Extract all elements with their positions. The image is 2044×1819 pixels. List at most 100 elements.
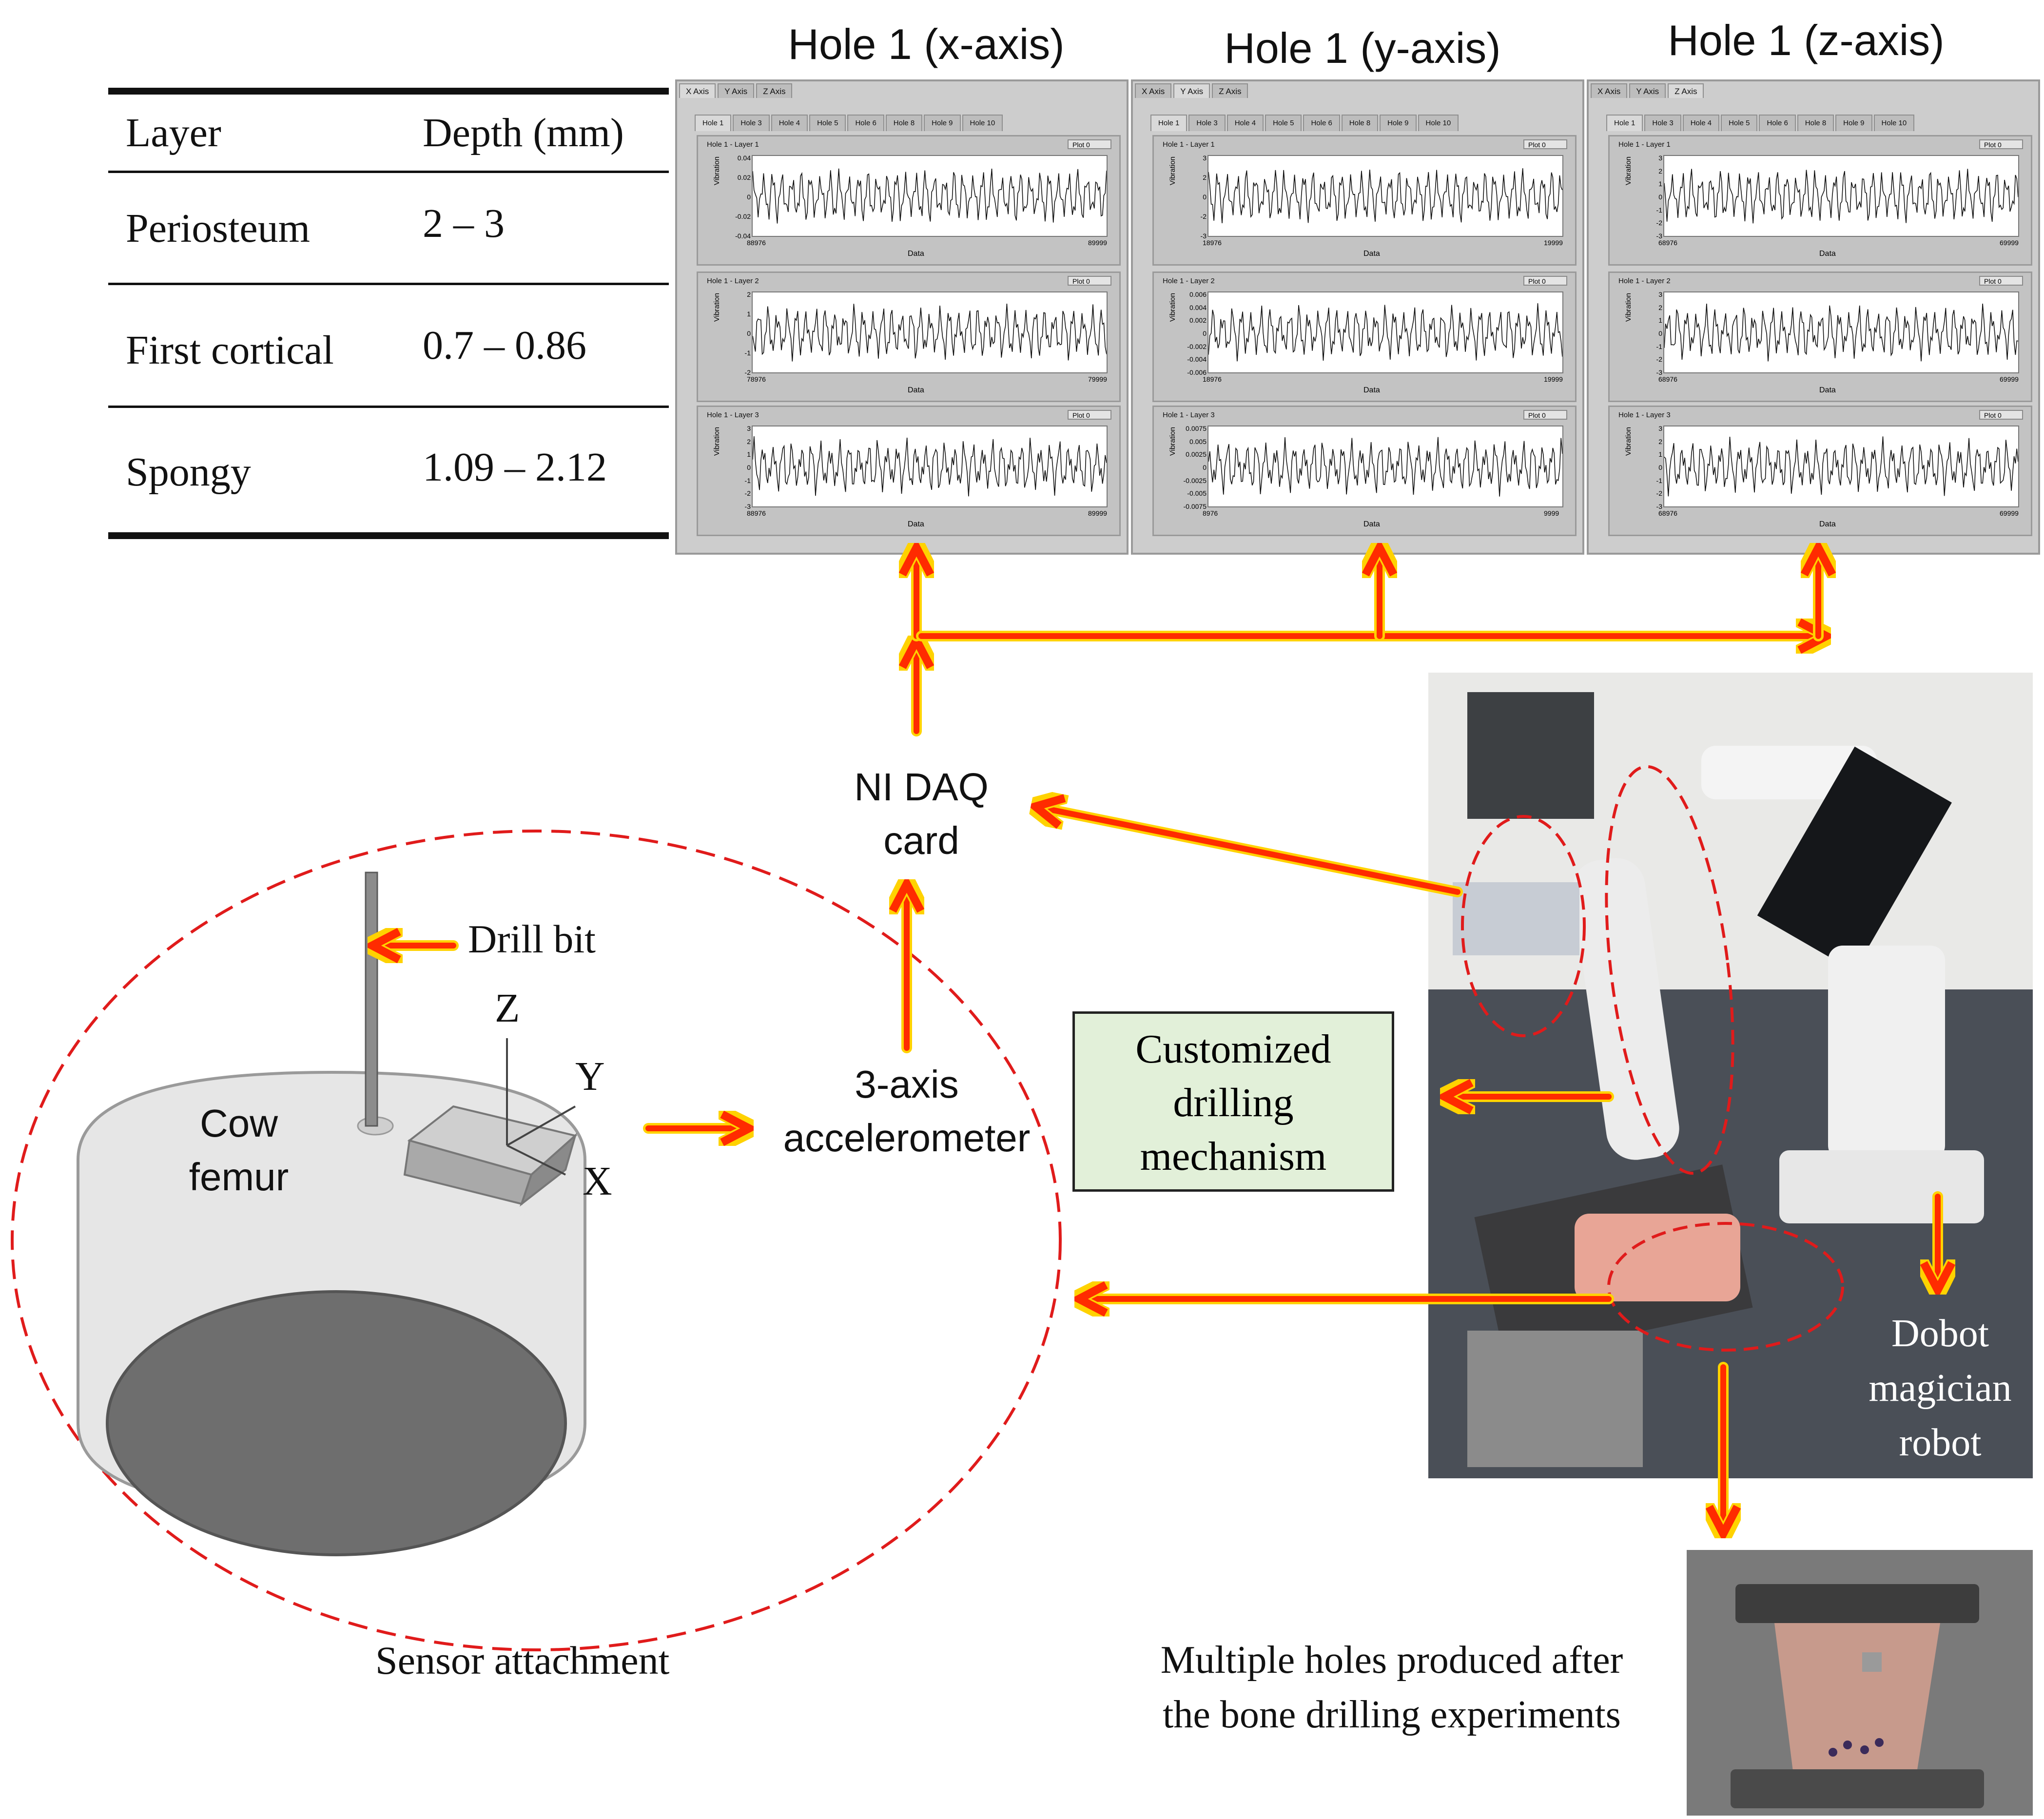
- plot-legend-button[interactable]: Plot 0: [1523, 276, 1567, 286]
- hole-tab[interactable]: Hole 5: [1721, 115, 1758, 131]
- hole-tab[interactable]: Hole 9: [1835, 115, 1872, 131]
- x-min-label: 18976: [1203, 375, 1222, 383]
- plot-legend-button[interactable]: Plot 0: [1523, 139, 1567, 149]
- panel-title-z: Hole 1 (z-axis): [1668, 16, 1945, 64]
- vibration-waveform: [1208, 437, 1563, 497]
- hole-tab[interactable]: Hole 3: [1188, 115, 1226, 131]
- hole-tab[interactable]: Hole 9: [924, 115, 961, 131]
- plot-legend-button[interactable]: Plot 0: [1979, 139, 2023, 149]
- axis-tab[interactable]: X Axis: [679, 83, 716, 98]
- x-min-label: 68976: [1658, 239, 1677, 247]
- holes-caption: Multiple holes produced after the bone d…: [1102, 1633, 1682, 1742]
- graph-plot-area: [1207, 155, 1563, 237]
- plot-legend-button[interactable]: Plot 0: [1068, 276, 1111, 286]
- hole-tab[interactable]: Hole 1: [1606, 115, 1643, 131]
- hole-tab[interactable]: Hole 10: [1418, 115, 1459, 131]
- hole-tab[interactable]: Hole 6: [847, 115, 884, 131]
- x-max-label: 79999: [1088, 375, 1107, 383]
- y-tick-label: 0.02: [737, 174, 751, 181]
- y-tick-label: 1: [747, 310, 751, 318]
- y-tick-label: 0.004: [1189, 303, 1207, 311]
- hole-tab[interactable]: Hole 10: [1873, 115, 1915, 131]
- hole-tab[interactable]: Hole 5: [809, 115, 846, 131]
- waveform-trace: [1664, 169, 2019, 224]
- x-min-label: 88976: [747, 509, 766, 517]
- graph-title: Hole 1 - Layer 3: [707, 411, 759, 419]
- y-tick-label: 0.0075: [1186, 425, 1207, 432]
- axis-tab[interactable]: Z Axis: [756, 83, 793, 98]
- dobot-robot-label-line: Dobot: [1891, 1312, 1989, 1355]
- accelerometer-label-line: 3-axis: [855, 1063, 959, 1106]
- y-tick-label: -0.0025: [1183, 476, 1207, 484]
- plot-legend-button[interactable]: Plot 0: [1523, 410, 1567, 420]
- vibration-waveform: [1208, 168, 1563, 224]
- axis-tab[interactable]: X Axis: [1591, 83, 1628, 98]
- drilled-bone-photo: [1687, 1550, 2033, 1816]
- axis-tab[interactable]: Z Axis: [1668, 83, 1704, 98]
- daq-card-label-line: NI DAQ: [854, 765, 989, 809]
- table-cell-layer: Spongy: [126, 449, 251, 495]
- axis-tab[interactable]: Z Axis: [1212, 83, 1248, 98]
- y-tick-label: -2: [1656, 489, 1662, 498]
- plot-legend-button[interactable]: Plot 0: [1068, 139, 1111, 149]
- daq-card-label-line: card: [883, 819, 959, 862]
- hole-tab[interactable]: Hole 6: [1759, 115, 1796, 131]
- y-tick-label: -2: [1200, 213, 1207, 220]
- y-tick-label: -3: [1200, 232, 1207, 240]
- hole-tab[interactable]: Hole 4: [1682, 115, 1720, 131]
- y-tick-label: 0: [1203, 329, 1207, 337]
- table-bottom-rule: [108, 532, 669, 539]
- z-axis-label: Z: [495, 986, 520, 1031]
- hole-tab[interactable]: Hole 3: [733, 115, 770, 131]
- hole-tab[interactable]: Hole 5: [1265, 115, 1302, 131]
- y-tick-label: 0: [1658, 193, 1662, 201]
- axis-tab[interactable]: Y Axis: [718, 83, 755, 98]
- cow-femur-label-line: femur: [189, 1155, 289, 1199]
- hole-tab[interactable]: Hole 4: [771, 115, 808, 131]
- hole-tab[interactable]: Hole 3: [1644, 115, 1681, 131]
- cow-femur-label-line: Cow: [199, 1102, 278, 1145]
- drilling-mechanism-box: Customized drilling mechanism: [1072, 1011, 1394, 1192]
- sensor-attachment-ellipse: [11, 830, 1062, 1651]
- y-tick-label: -1: [744, 349, 751, 357]
- y-tick-label: -3: [1656, 503, 1662, 510]
- hole-tab[interactable]: Hole 8: [1341, 115, 1379, 131]
- hole-tab[interactable]: Hole 1: [1150, 115, 1187, 131]
- plot-legend-button[interactable]: Plot 0: [1979, 410, 2023, 420]
- graph-x-label: Data: [1819, 250, 1836, 258]
- table-row-rule: [108, 283, 669, 285]
- hole-tab[interactable]: Hole 8: [1797, 115, 1834, 131]
- hole-tab[interactable]: Hole 10: [962, 115, 1003, 131]
- y-tick-label: -1: [1656, 476, 1662, 484]
- graph-plot-area: [752, 291, 1108, 373]
- graph-title: Hole 1 - Layer 2: [707, 277, 759, 285]
- axis-tab[interactable]: Y Axis: [1173, 83, 1210, 98]
- y-axis-line: [506, 1105, 576, 1146]
- hole-tab[interactable]: Hole 8: [885, 115, 923, 131]
- axis-tab[interactable]: X Axis: [1135, 83, 1172, 98]
- y-tick-label: 2: [1658, 303, 1662, 311]
- sensor-attachment-label: Sensor attachment: [375, 1638, 670, 1683]
- x-min-label: 8976: [1203, 509, 1218, 517]
- hole-tab[interactable]: Hole 4: [1226, 115, 1264, 131]
- cow-femur-label: Cow femur: [161, 1097, 317, 1204]
- axis-tab[interactable]: Y Axis: [1629, 83, 1666, 98]
- hole-tab[interactable]: Hole 9: [1380, 115, 1417, 131]
- table-cell-depth: 2 – 3: [423, 201, 505, 246]
- hole-tab[interactable]: Hole 1: [695, 115, 732, 131]
- graph-plot-area: [1207, 426, 1563, 507]
- plot-legend-button[interactable]: Plot 0: [1979, 276, 2023, 286]
- plot-legend-button[interactable]: Plot 0: [1068, 410, 1111, 420]
- hole-tab[interactable]: Hole 6: [1303, 115, 1340, 131]
